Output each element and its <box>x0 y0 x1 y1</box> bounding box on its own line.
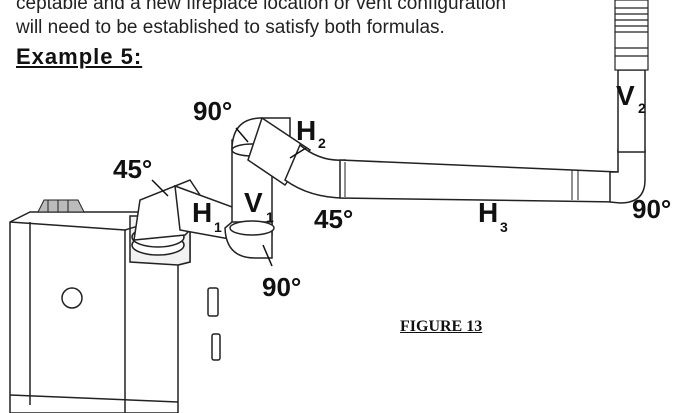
label-45-left: 45° <box>113 154 152 184</box>
label-h2: H <box>296 115 316 146</box>
leader-lines <box>151 127 307 267</box>
label-v1: V <box>244 187 263 218</box>
label-h3: H <box>478 197 498 228</box>
unit-top-grille <box>37 199 85 213</box>
label-v2: V <box>616 80 635 111</box>
label-90-bottom: 90° <box>262 272 301 302</box>
label-45-mid: 45° <box>314 204 353 234</box>
label-v2-subscript: 2 <box>638 100 646 116</box>
intro-line-1: ceptable and a new fireplace location or… <box>16 0 507 14</box>
label-v1-subscript: 1 <box>266 209 274 225</box>
label-h2-subscript: 2 <box>318 135 326 151</box>
fireplace-unit <box>9 211 221 413</box>
label-h1-subscript: 1 <box>214 219 222 235</box>
label-90-right: 90° <box>632 194 671 224</box>
label-h3-subscript: 3 <box>500 219 508 235</box>
vent-termination-cap <box>614 0 649 71</box>
intro-line-2: will need to be established to satisfy b… <box>16 17 445 38</box>
label-h1: H <box>192 197 212 228</box>
example-heading: Example 5: <box>16 44 143 69</box>
label-90-top: 90° <box>193 96 232 126</box>
figure-caption: FIGURE 13 <box>400 318 483 335</box>
intro-text: ceptable and a new fireplace location or… <box>16 0 616 40</box>
pipe-h3 <box>339 159 619 203</box>
